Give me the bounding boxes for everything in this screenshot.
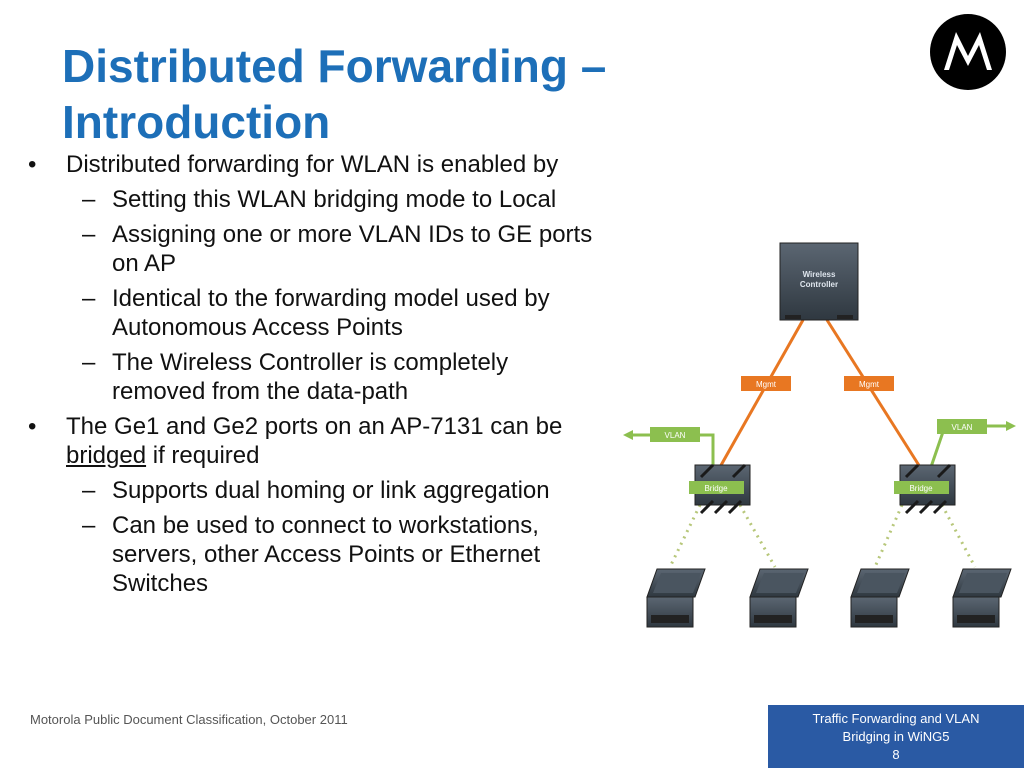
laptop-icon [952,568,1012,628]
footer-title-line1: Traffic Forwarding and VLAN [812,710,980,726]
dash-marker: – [82,349,96,376]
mgmt-label-left: Mgmt [741,376,791,391]
controller-label-line1: Wireless [803,270,836,279]
dash-marker: – [82,186,96,213]
controller-label-line2: Controller [800,280,838,289]
laptop-icon [850,568,910,628]
footer-title-box: Traffic Forwarding and VLAN Bridging in … [768,705,1024,768]
vlan-label-left: VLAN [650,427,700,442]
svg-text:VLAN: VLAN [665,431,686,440]
access-point-icon: Bridge [689,463,751,515]
laptop-icon [646,568,706,628]
dash-marker: – [82,512,96,539]
sub-bullet-text: The Wireless Controller is completely re… [112,349,509,405]
dash-marker: – [82,221,96,248]
sub-bullet-text: Supports dual homing or link aggregation [112,477,550,504]
dash-marker: – [82,477,96,504]
bullet-text-after: if required [152,442,260,469]
sub-bullet-item: – Assigning one or more VLAN IDs to GE p… [28,220,600,278]
access-point-icon: Bridge [894,463,956,515]
wireless-controller-icon: Wireless Controller [779,242,859,321]
slide-body: • Distributed forwarding for WLAN is ena… [28,150,600,604]
svg-text:Mgmt: Mgmt [756,380,777,389]
sub-bullet-item: – The Wireless Controller is completely … [28,348,600,406]
mgmt-links [718,319,922,468]
laptop-icon [749,568,809,628]
bridge-label-right: Bridge [909,484,933,493]
sub-bullet-item: – Can be used to connect to workstations… [28,511,600,598]
bullet-text: The Ge1 and Ge2 ports on an AP-7131 can … [66,413,563,440]
sub-bullet-text: Assigning one or more VLAN IDs to GE por… [112,221,593,277]
dash-marker: – [82,285,96,312]
sub-bullet-text: Setting this WLAN bridging mode to Local [112,186,557,213]
slide-title: Distributed Forwarding – Introduction [62,40,607,148]
footer-title-line2: Bridging in WiNG5 [842,728,950,744]
svg-text:VLAN: VLAN [952,423,973,432]
page-number: 8 [892,746,900,762]
bullet-text: Distributed forwarding for WLAN is enabl… [66,151,559,178]
sub-bullet-text: Identical to the forwarding model used b… [112,285,550,341]
sub-bullet-item: – Setting this WLAN bridging mode to Loc… [28,185,600,214]
footer-classification: Motorola Public Document Classification,… [30,712,348,727]
bullet-item: • The Ge1 and Ge2 ports on an AP-7131 ca… [28,412,600,470]
mgmt-label-right: Mgmt [844,376,894,391]
sub-bullet-item: – Identical to the forwarding model used… [28,284,600,342]
svg-text:Mgmt: Mgmt [859,380,880,389]
bullet-marker: • [28,151,37,178]
bullet-item: • Distributed forwarding for WLAN is ena… [28,150,600,179]
motorola-logo [930,14,1006,90]
bullet-marker: • [28,413,37,440]
sub-bullet-item: – Supports dual homing or link aggregati… [28,476,600,505]
network-diagram: Wireless Controller Mgmt Mgmt VLAN VLAN … [623,242,1016,628]
vlan-label-right: VLAN [937,419,987,434]
sub-bullet-text: Can be used to connect to workstations, … [112,512,541,597]
bridge-label-left: Bridge [704,484,728,493]
bridged-link[interactable]: bridged [66,442,147,469]
ethernet-links [668,504,977,568]
